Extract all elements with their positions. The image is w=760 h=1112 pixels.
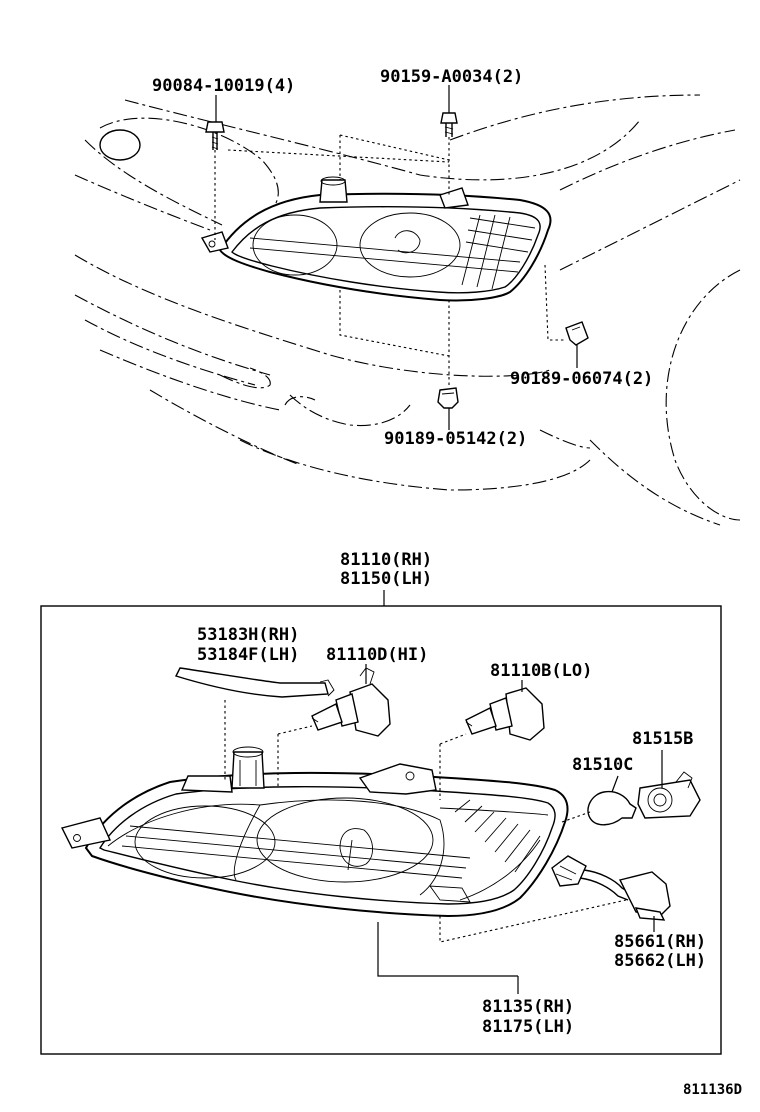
clip-90189-05142-icon <box>437 387 459 409</box>
label-lens-lh: 81175(LH) <box>482 1017 574 1037</box>
label-lens-rh: 81135(RH) <box>482 997 574 1017</box>
label-headlamp-lh: 81150(LH) <box>340 569 432 589</box>
vehicle-front-outline <box>74 94 741 526</box>
socket-wire-icon <box>551 855 671 921</box>
upper-alignment-lines <box>214 134 566 388</box>
label-headlamp-rh: 81110(RH) <box>340 550 432 570</box>
label-clip-90189-06074: 90189-06074(2) <box>510 369 653 389</box>
bulb-small-leader <box>611 775 619 793</box>
label-socket: 81515B <box>632 729 693 749</box>
assembly-alignment-lines <box>224 700 627 943</box>
label-socket-wire-rh: 85661(RH) <box>614 932 706 952</box>
figure-code: 811136D <box>683 1082 742 1098</box>
lens-leader <box>377 922 519 994</box>
label-socket-wire-lh: 85662(LH) <box>614 951 706 971</box>
clip-90189-06074-icon <box>565 321 589 346</box>
screw-90084-icon <box>205 121 225 150</box>
bulb-lo-icon <box>465 687 545 741</box>
label-screw-90159: 90159-A0034(2) <box>380 67 523 87</box>
label-screw-90084: 90084-10019(4) <box>152 76 295 96</box>
label-cover-lh: 53184F(LH) <box>197 645 299 665</box>
label-clip-90189-05142: 90189-05142(2) <box>384 429 527 449</box>
label-bulb-small: 81510C <box>572 755 633 775</box>
label-bulb-lo: 81110B(LO) <box>490 661 592 681</box>
bulb-small-icon <box>587 790 637 826</box>
bulb-hi-icon <box>311 667 391 737</box>
label-bulb-hi: 81110D(HI) <box>326 645 428 665</box>
screw-90159-icon <box>440 112 458 137</box>
label-cover-rh: 53183H(RH) <box>197 625 299 645</box>
socket-81515b-icon <box>637 771 701 819</box>
upper-leaders <box>215 85 578 430</box>
headlamp-small <box>200 176 552 302</box>
assembly-frame <box>40 605 722 1055</box>
headlamp-housing-icon <box>60 746 569 918</box>
cover-strip-icon <box>175 667 335 698</box>
